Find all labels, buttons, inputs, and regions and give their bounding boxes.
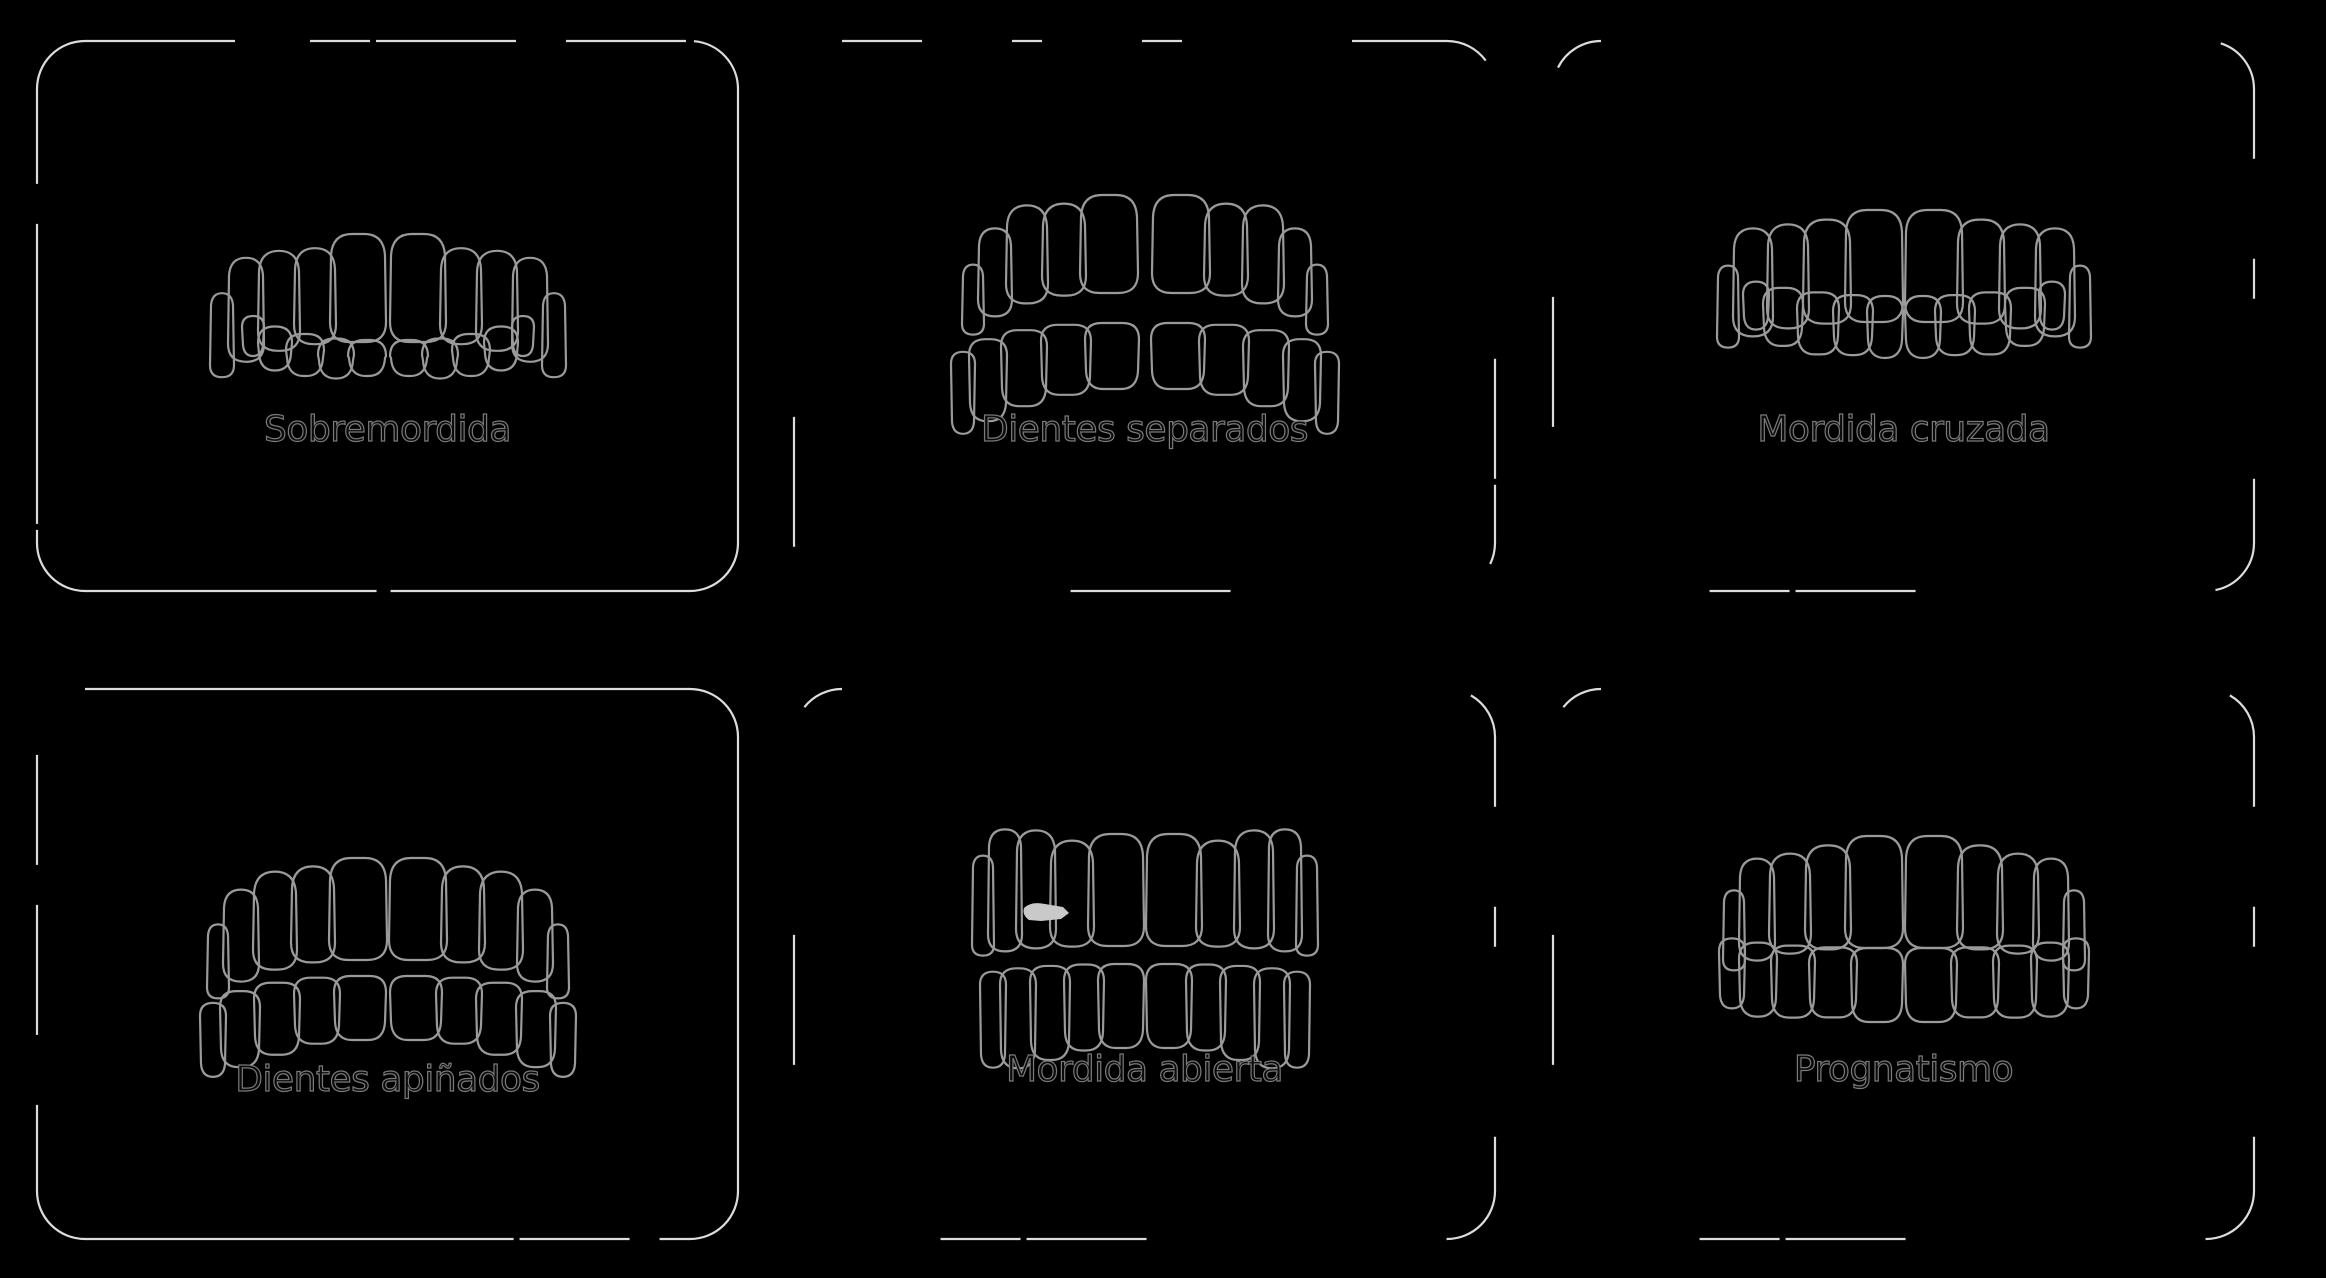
- card-label: Mordida cruzada: [1757, 409, 2051, 450]
- card-label: Mordida abierta: [1005, 1049, 1284, 1090]
- card-mordida-cruzada[interactable]: Mordida cruzada: [1551, 39, 2256, 593]
- card-dientes-separados[interactable]: Dientes separados: [792, 39, 1497, 593]
- card-border: [35, 39, 740, 593]
- crossbite-teeth-icon: [1715, 208, 2093, 360]
- card-dientes-apinados[interactable]: Dientes apiñados: [35, 687, 740, 1241]
- card-mordida-abierta[interactable]: Mordida abierta: [792, 687, 1497, 1241]
- card-border: [1551, 687, 2256, 1241]
- card-border: [792, 39, 1497, 593]
- card-prognatismo[interactable]: Prognatismo: [1551, 687, 2256, 1241]
- card-border: [35, 687, 740, 1241]
- open-bite-teeth-icon: [970, 828, 1320, 1070]
- card-label: Prognatismo: [1793, 1049, 2014, 1090]
- crowded-teeth-icon: [198, 856, 578, 1078]
- card-label: Sobremordida: [263, 409, 512, 450]
- card-sobremordida[interactable]: Sobremordida: [35, 39, 740, 593]
- card-label: Dientes separados: [980, 409, 1309, 450]
- gapped-teeth-icon: [949, 193, 1341, 435]
- underbite-teeth-icon: [1717, 834, 2091, 1024]
- card-border: [792, 687, 1497, 1241]
- overbite-teeth-icon: [208, 232, 568, 380]
- card-border: [1551, 39, 2256, 593]
- card-label: Dientes apiñados: [235, 1059, 541, 1100]
